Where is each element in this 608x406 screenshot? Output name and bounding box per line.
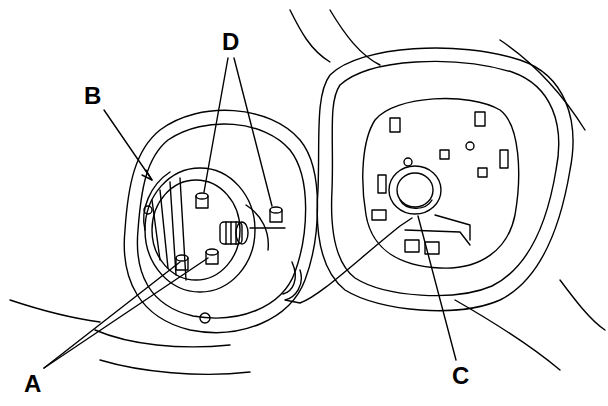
leader-line (44, 258, 208, 368)
leader-line (104, 110, 152, 180)
callout-letter: C (452, 364, 469, 388)
arrowhead (142, 170, 152, 180)
callout-letter: A (24, 372, 41, 396)
leader-line (204, 58, 228, 192)
callout-letter: D (222, 30, 239, 54)
leader-line (418, 216, 456, 360)
leader-line (234, 58, 272, 206)
callout-letter: B (84, 84, 101, 108)
leader-line (44, 262, 180, 368)
